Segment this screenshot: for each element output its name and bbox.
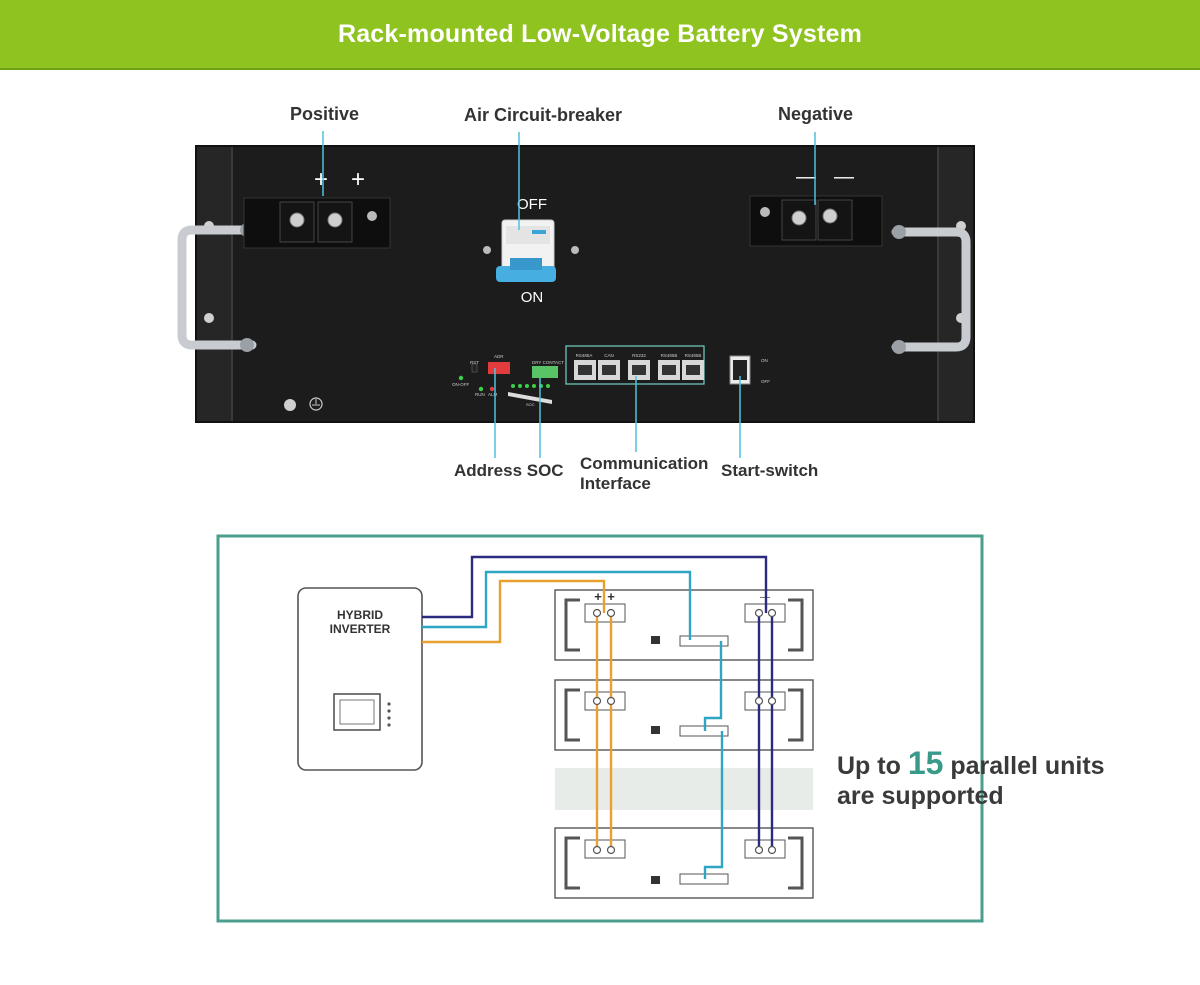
label-address-soc: Address SOC: [454, 461, 564, 480]
inverter-label-line2: INVERTER: [329, 622, 391, 636]
air-circuit-breaker: [483, 219, 579, 282]
left-handle: [177, 225, 257, 350]
soc-small-label: SOC: [526, 402, 535, 407]
label-negative: Negative: [778, 104, 854, 124]
negative-terminal-block: [749, 195, 883, 247]
parallel-units-note: Up to 15 parallel units are supported: [837, 745, 1105, 811]
footnote-prefix: Up to: [837, 752, 908, 780]
positive-terminal-block: [243, 197, 391, 249]
label-positive: Positive: [290, 104, 360, 124]
port-label-rs485a: RS485A: [576, 353, 593, 358]
positive-plus-1: +: [314, 166, 328, 193]
battery-placeholder-gap: [555, 768, 813, 810]
port-label-can: CAN: [604, 353, 614, 358]
port-label-rs232: RS232: [632, 353, 646, 358]
right-handle: [891, 227, 971, 352]
footnote-number: 15: [907, 745, 944, 781]
footnote-suffix: parallel units: [943, 752, 1105, 780]
battery-front-panel: [195, 145, 975, 423]
breaker-off-label: OFF: [517, 196, 547, 213]
battery-unit-3: [554, 827, 814, 899]
callout-lines: [322, 131, 816, 458]
breaker-on-label: ON: [521, 289, 544, 306]
battery1-minus: —: [760, 592, 770, 603]
start-switch: [729, 355, 751, 385]
negative-minus-2: —: [834, 166, 854, 188]
label-communication: Communication: [580, 454, 709, 473]
wiring: [422, 555, 774, 879]
page-title: Rack-mounted Low-Voltage Battery System: [337, 19, 863, 48]
port-label-rs485b-1: RS485B: [661, 353, 678, 358]
header-banner: Rack-mounted Low-Voltage Battery System: [0, 0, 1200, 70]
label-start-switch: Start-switch: [721, 461, 819, 480]
label-interface: Interface: [580, 474, 651, 493]
inverter-label: HYBRID INVERTER: [300, 608, 420, 636]
rst-label: RST: [470, 360, 479, 365]
battery1-plus-1: +: [594, 589, 602, 604]
inverter-label-line1: HYBRID: [336, 608, 383, 622]
label-air-circuit-breaker: Air Circuit-breaker: [464, 105, 623, 125]
indicator-area: [458, 362, 558, 404]
comm-ports: [574, 360, 704, 380]
battery1-plus-2: +: [607, 589, 615, 604]
negative-minus-1: —: [796, 166, 816, 188]
alm-label: ALM: [488, 392, 498, 397]
switch-off-label: OFF: [761, 379, 770, 384]
hybrid-inverter: [297, 587, 423, 771]
dry-contact-label: DRY CONTACT: [532, 360, 564, 365]
run-label: RUN: [475, 392, 485, 397]
switch-on-label: ON: [761, 358, 768, 363]
label-communication-interface: Communication Interface: [580, 454, 708, 494]
on-off-label: ON-OFF: [452, 382, 469, 387]
ground-terminal: [284, 397, 323, 411]
port-label-rs485b-2: RS485B: [685, 353, 702, 358]
diagram-frame: [216, 534, 984, 923]
adr-label: ADR: [494, 354, 504, 359]
battery-terminals: [592, 608, 777, 855]
footnote-line2: are supported: [837, 782, 1004, 810]
positive-plus-2: +: [351, 166, 365, 193]
battery-unit-2: [554, 679, 814, 751]
